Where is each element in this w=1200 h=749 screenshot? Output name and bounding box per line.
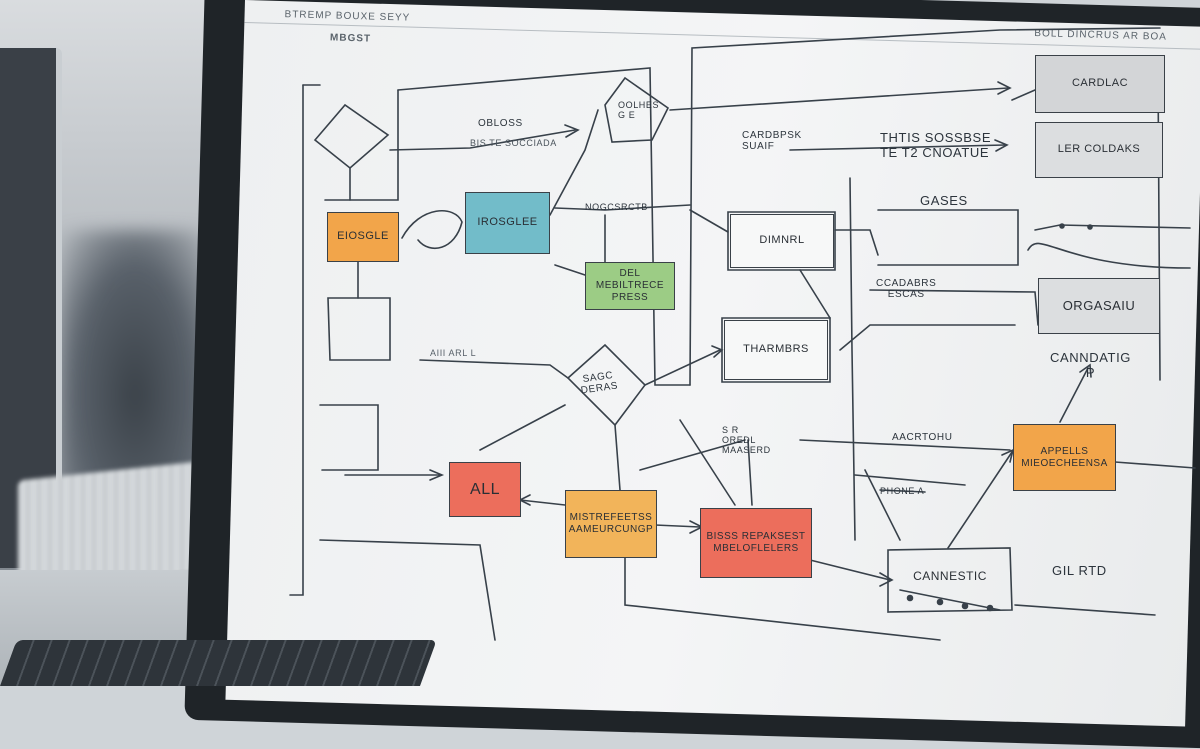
note-eiosgle: EIOSGLE xyxy=(327,212,399,262)
label-bis: BIS TE SOCCIADA xyxy=(470,138,557,148)
label-oolhes: OOLHES G E xyxy=(618,100,660,120)
label-gil-rtd: GIL RTD xyxy=(1052,563,1107,578)
label-obloss: OBLOSS xyxy=(478,118,523,129)
label-phone: PHONE A xyxy=(880,486,925,496)
foreground-keyboard xyxy=(0,640,437,686)
note-bieses: BISSS REPAKSEST MBELOFLELERS xyxy=(700,508,812,578)
screen-header-right-text: BOLL DINCRUS AR BOA xyxy=(1034,28,1168,43)
note-caidlac: CARDLAC xyxy=(1035,55,1165,113)
label-canndatig: CANNDATIG P xyxy=(1050,350,1131,380)
label-nogcsrctb: NOGCSRCTB xyxy=(585,202,648,212)
note-mebiltrece: DEL MEBILTRECE PRESS xyxy=(585,262,675,310)
screen-header-text: BTREMP BOUXE SEYY xyxy=(284,9,411,24)
screen-tab-label: MBGST xyxy=(329,32,372,45)
note-tharmbrs: THARMBRS xyxy=(724,320,828,380)
note-cannestic: CANNESTIC xyxy=(913,569,987,583)
note-mistrefeetss: MISTREFEETSS AAMEURCUNGP xyxy=(565,490,657,558)
label-s-r: S R OREDL MAASERD xyxy=(722,425,771,455)
label-cardbpsk: CARDBPSK SUAIF xyxy=(742,130,802,152)
note-irosglee: IROSGLEE xyxy=(465,192,550,254)
label-ccadabrs: CCADABRS ESCAS xyxy=(876,278,937,300)
note-appells: APPELLS MIEOECHEENSA xyxy=(1013,424,1116,491)
note-orgasaiu: ORGASAIU xyxy=(1038,278,1160,334)
label-thtis: THTIS SOSSBSE TE T2 CNOATUE xyxy=(880,130,992,160)
note-dimnrl: DIMNRL xyxy=(730,214,834,268)
label-gases: GASES xyxy=(920,193,968,208)
label-aiii: AIII ARL L xyxy=(430,348,477,358)
note-all: ALL xyxy=(449,462,521,517)
note-ler-coldaks: LER COLDAKS xyxy=(1035,122,1163,178)
label-aacrtohu: AACRTOHU xyxy=(892,432,953,443)
